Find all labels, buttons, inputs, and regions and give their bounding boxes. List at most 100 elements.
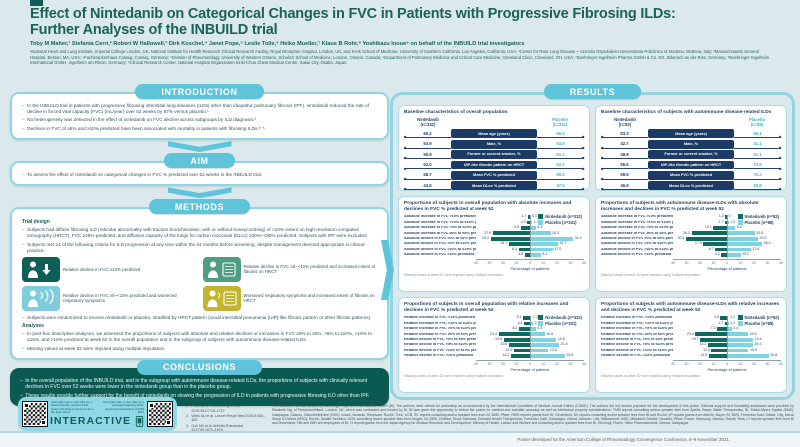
randomization-bullet-item: – Subjects were randomized to receive ni… xyxy=(22,315,377,321)
chart-row: Relative decline in FVC >0% to ≤5% predi… xyxy=(404,337,584,342)
qr-code-poster[interactable] xyxy=(22,401,48,427)
row-label: Mean age (years) xyxy=(648,129,734,139)
bar-nintedanib xyxy=(518,327,530,331)
value-label: 13.6 xyxy=(549,347,557,352)
value: 65.1 xyxy=(753,130,762,136)
progression-criteria-grid: Relative decline in FVC ≥10% predicted R… xyxy=(22,256,377,311)
section-header-aim: AIM xyxy=(164,153,235,168)
tick-label: 10 xyxy=(541,361,546,366)
left-half: 5.1 xyxy=(476,316,530,321)
introduction-box: –In the INBUILD trial in patients with p… xyxy=(10,92,389,140)
chart-footnote: Missing values at week 52 were imputed u… xyxy=(404,374,505,379)
value-label: 6.1 xyxy=(736,225,742,230)
left-half: 1.7 xyxy=(476,215,530,220)
nintedanib-value-cell: 53.9 xyxy=(404,140,451,149)
bar-placebo xyxy=(727,348,749,353)
value: 55.6 xyxy=(620,161,629,167)
bullet-text: Subjects had diffuse fibrosing ILD (reti… xyxy=(27,227,368,239)
chart-footnote: Missing values at week 52 were imputed u… xyxy=(404,273,505,278)
group-n: (n=331) xyxy=(552,121,568,127)
qr-code-publications[interactable] xyxy=(147,401,173,427)
x-axis-label: Percentage of patients xyxy=(510,265,550,271)
section-header-conclusions: CONCLUSIONS xyxy=(136,359,263,375)
value-label: 15.2 xyxy=(552,230,560,235)
category-label: Absolute decline in FVC >15% predicted xyxy=(601,253,672,257)
left-half: 11.5 xyxy=(673,348,727,353)
interactive-label-row: INTERACTIVE xyxy=(50,415,145,427)
left-half: 29.2 xyxy=(476,236,530,241)
bar-nintedanib xyxy=(523,316,530,321)
legend-label: Nintedanib (n=332) xyxy=(545,314,582,320)
row-label: Male, % xyxy=(451,139,537,149)
nintedanib-value-cell: 62.0 xyxy=(404,161,451,170)
value-label: 14.2 xyxy=(502,353,510,358)
footer-bar: Poster developed for the American Colleg… xyxy=(0,433,800,447)
value-label: 1.2 xyxy=(730,320,736,325)
right-half: 25.8 xyxy=(530,353,584,358)
list-item: 3.Goh NS et al. Arthritis Rheumatol 2017… xyxy=(186,424,266,433)
right-half: 3.4 xyxy=(727,326,781,331)
panel-title: Proportions of subjects in overall popul… xyxy=(404,302,569,313)
value-label: 8.7 xyxy=(708,246,714,251)
tick-label: 10 xyxy=(711,260,716,265)
value: 62.2 xyxy=(556,161,565,167)
nintedanib-group-header: Nintedanib(n=332) xyxy=(404,117,452,128)
bullet-text: Missing values at week 52 were imputed u… xyxy=(27,345,166,351)
row-label: Mean DLco % predicted xyxy=(451,181,537,190)
bar-nintedanib xyxy=(524,253,530,257)
list-item: 1.Flaherty KR et al. N Engl J Med 2019;3… xyxy=(186,404,266,413)
value-label: 14.2 xyxy=(699,342,707,347)
bullet-marker: – xyxy=(20,393,23,400)
legend-label: Placebo (n=331) xyxy=(545,220,577,225)
value: 31.1 xyxy=(753,141,762,147)
legend-swatch xyxy=(538,213,544,219)
row-label: Mean FVC % predicted xyxy=(648,170,734,180)
category-label: Absolute decline in FVC >0% to ≤5% predi… xyxy=(404,236,476,240)
references-heading: REFERENCES xyxy=(186,398,214,403)
value: 51.1 xyxy=(753,151,762,157)
left-half: 27.6 xyxy=(476,231,530,236)
value-label: 0.3 xyxy=(531,214,537,219)
interactive-caption-left: Scan QR code or visit URL for a device-f… xyxy=(51,399,94,414)
category-label: Relative decline in FVC >0% to ≤5% predi… xyxy=(601,337,673,341)
value: 68.7 xyxy=(423,172,432,178)
list-item: –Missing values at week 52 were imputed … xyxy=(22,346,377,352)
right-half: 26.0 xyxy=(727,241,781,247)
value: 47.9 xyxy=(556,182,565,188)
placebo-value-cell: 53.5 xyxy=(537,140,584,149)
bar-nintedanib xyxy=(520,226,530,230)
value-label: 4.4 xyxy=(517,320,523,325)
bar-placebo xyxy=(530,226,536,230)
bullet-marker: – xyxy=(22,241,25,247)
interactive-caption-right: Scan QR code or visit URL for a webpage … xyxy=(102,399,144,414)
right-half: 1.2 xyxy=(727,321,781,326)
bar-placebo xyxy=(530,316,532,321)
value-label: 6.8 xyxy=(514,225,520,230)
value-label: 4.3 xyxy=(537,326,543,331)
chart-row: Absolute increase in FVC ≥0% to ≤5% pred… xyxy=(404,231,584,236)
category-label: Relative increase in FVC >15% predicted xyxy=(601,316,673,320)
value-label: 15.7 xyxy=(500,241,508,246)
row-label: Male, % xyxy=(648,139,734,149)
placebo-value-cell: 62.2 xyxy=(537,161,584,170)
group-name: Placebo xyxy=(748,116,766,122)
value-label: 30.4 xyxy=(677,235,685,240)
right-half: 20.6 xyxy=(727,231,781,236)
bar-placebo xyxy=(530,327,536,331)
bar-placebo xyxy=(727,226,736,230)
value-label: 10.2 xyxy=(742,252,750,257)
right-half: 19.5 xyxy=(530,337,584,342)
tick-label: 30 xyxy=(487,260,492,265)
left-half: 17.5 xyxy=(673,241,727,247)
value-label: 19.4 xyxy=(754,336,762,341)
acknowledgements-heading: ACKNOWLEDGEMENTS AND DISCLOSURES xyxy=(272,398,358,403)
value: 53.5 xyxy=(556,141,565,147)
chart-row: Relative increase in FVC >5% to ≤10% pre… xyxy=(404,326,584,331)
